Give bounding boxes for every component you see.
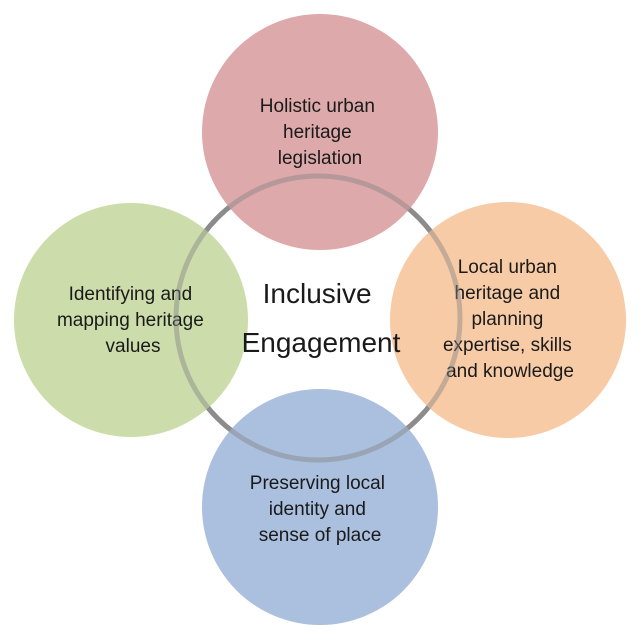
node-left-line: mapping heritage (57, 310, 204, 331)
node-top-line: heritage (283, 122, 352, 143)
node-bottom: Preserving local identity and sense of p… (202, 389, 438, 625)
svg-text:Identifying and mapping: Identifying and mapping heritage values (57, 284, 209, 357)
node-top-circle (202, 14, 438, 250)
node-right-line: planning (471, 309, 543, 330)
center-title: Inclusive Engagement (242, 278, 401, 358)
node-right-line: heritage and (455, 283, 561, 304)
node-bottom-line: sense of place (259, 525, 382, 546)
svg-text:Preserving local identit: Preserving local identity and sense of p… (250, 473, 390, 546)
svg-text:Holistic urban heritage: Holistic urban heritage legislation (260, 96, 380, 169)
center-title-line: Engagement (242, 327, 401, 358)
node-right-circle (390, 202, 626, 438)
node-top: Holistic urban heritage legislation (202, 14, 438, 250)
center-ring-overlay (173, 173, 463, 463)
node-right-line: Local urban (458, 257, 557, 278)
node-right: Local urban heritage and planning expert… (390, 202, 626, 438)
node-top-line: legislation (278, 148, 363, 169)
node-top-line: Holistic urban (260, 96, 375, 117)
node-left-line: Identifying and (69, 284, 193, 305)
node-left-circle (14, 203, 248, 437)
node-bottom-line: Preserving local (250, 473, 385, 494)
svg-text:Local urban heritage and: Local urban heritage and planning expert… (443, 257, 577, 382)
center-title-line: Inclusive (263, 278, 372, 309)
node-right-line: expertise, skills (443, 335, 572, 356)
node-right-line: and knowledge (446, 361, 574, 382)
node-left-line: values (106, 336, 161, 357)
node-bottom-circle (202, 389, 438, 625)
node-left: Identifying and mapping heritage values (14, 203, 248, 437)
node-bottom-line: identity and (269, 499, 366, 520)
